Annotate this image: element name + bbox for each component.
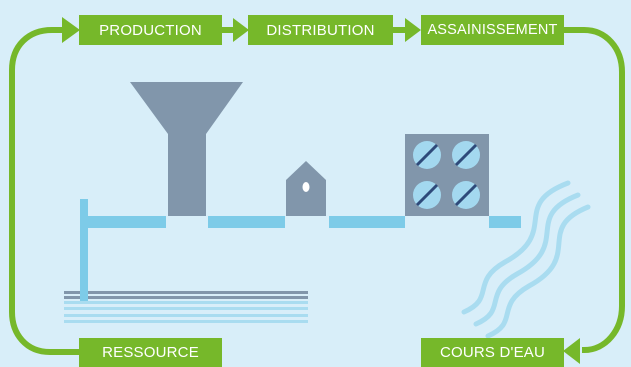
cycle-line-right bbox=[564, 27, 625, 353]
cours-eau-label: COURS D'EAU bbox=[421, 338, 564, 367]
well-pipe bbox=[80, 199, 166, 301]
distribution-house-icon bbox=[286, 161, 326, 216]
production-funnel-icon bbox=[130, 82, 243, 216]
assainissement-label: ASSAINISSEMENT bbox=[421, 15, 564, 45]
filter-disc-top-right bbox=[452, 141, 480, 169]
cycle-arrowheads bbox=[62, 17, 580, 364]
arrow-to-assainissement-icon bbox=[405, 18, 421, 42]
distribution-pipes bbox=[208, 216, 521, 228]
treatment-filter-grid-icon bbox=[405, 134, 489, 216]
arrow-to-cours-eau-icon bbox=[563, 338, 580, 364]
cycle-loop bbox=[9, 27, 625, 355]
ressource-label: RESSOURCE bbox=[79, 338, 222, 367]
aquifer-layers-icon bbox=[64, 291, 308, 323]
river-waves-icon bbox=[461, 180, 591, 339]
filter-disc-bottom-right bbox=[452, 181, 480, 209]
filter-disc-bottom-left bbox=[413, 181, 441, 209]
filter-disc-top-left bbox=[413, 141, 441, 169]
production-label: PRODUCTION bbox=[79, 15, 222, 45]
arrow-to-distribution-icon bbox=[233, 18, 249, 42]
cycle-line-left bbox=[9, 27, 79, 355]
arrow-to-production-icon bbox=[62, 17, 80, 43]
distribution-label: DISTRIBUTION bbox=[248, 15, 393, 45]
